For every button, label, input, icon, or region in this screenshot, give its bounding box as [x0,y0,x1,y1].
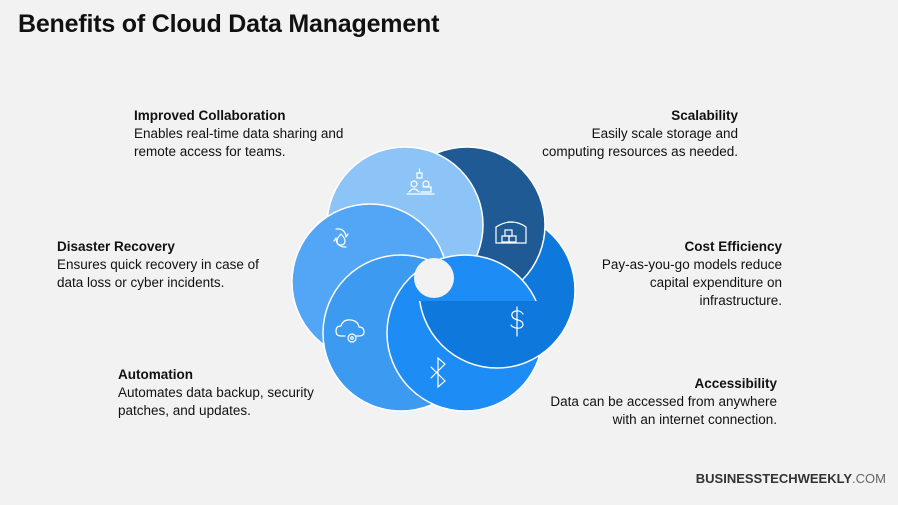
benefit-text: patches, and updates. [118,403,251,418]
benefit-text: Automates data backup, security [118,385,314,400]
cloud-gear-icon [335,319,365,343]
people-collaboration-icon [406,168,435,195]
water-recycle-icon [333,228,349,248]
benefit-text: computing resources as needed. [542,144,738,159]
benefit-text: Enables real-time data sharing and [134,126,344,141]
benefit-cost-efficiency: Cost Efficiency Pay-as-you-go models red… [602,238,782,310]
benefit-text: capital expenditure on [649,275,782,290]
benefit-heading: Scalability [671,108,738,123]
benefit-text: infrastructure. [699,293,782,308]
benefit-accessibility: Accessibility Data can be accessed from … [550,375,777,429]
segment-cost-efficiency-overlap [419,301,575,369]
benefit-text: Pay-as-you-go models reduce [601,257,782,272]
benefit-heading: Accessibility [694,376,777,391]
page-title: Benefits of Cloud Data Management [18,10,440,38]
bluetooth-icon [430,356,446,389]
benefit-text: with an internet connection. [612,412,777,427]
benefit-heading: Disaster Recovery [57,239,175,254]
benefit-disaster-recovery: Disaster Recovery Ensures quick recovery… [57,238,259,292]
benefit-text: remote access for teams. [134,144,286,159]
benefit-heading: Improved Collaboration [134,108,286,123]
benefit-text: data loss or cyber incidents. [57,275,225,290]
center-hole [414,258,454,298]
benefit-improved-collaboration: Improved Collaboration Enables real-time… [134,107,343,161]
warehouse-icon [495,221,527,244]
dollar-icon [510,306,524,337]
benefit-heading: Automation [118,367,193,382]
benefit-heading: Cost Efficiency [684,239,782,254]
benefit-text: Easily scale storage and [591,126,738,141]
benefit-text: Ensures quick recovery in case of [57,257,259,272]
benefit-automation: Automation Automates data backup, securi… [118,366,314,420]
benefit-text: Data can be accessed from anywhere [550,394,777,409]
benefit-scalability: Scalability Easily scale storage and com… [542,107,738,161]
brand-suffix: .COM [852,471,886,486]
brand-name: BUSINESSTECHWEEKLY [695,471,853,486]
brand-logo: BUSINESSTECHWEEKLY.COM [696,471,886,486]
